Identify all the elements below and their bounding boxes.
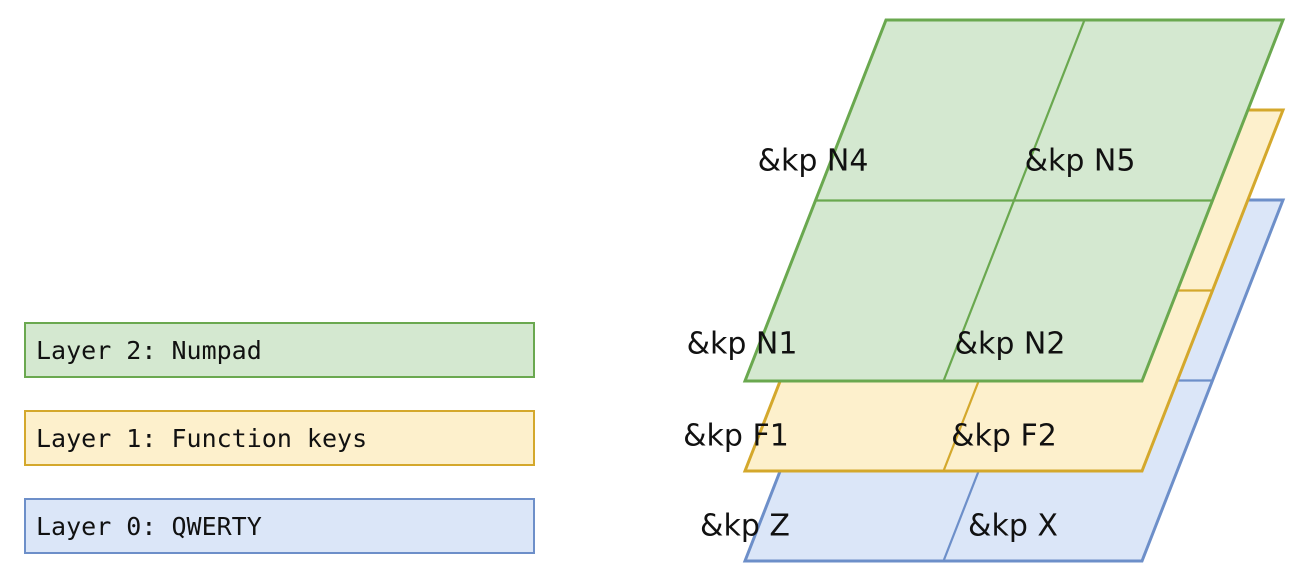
legend-label-layer0: Layer 0: QWERTY	[36, 511, 262, 541]
layer-2-key-top-right: &kp N5	[1025, 144, 1136, 179]
legend-label-layer1: Layer 1: Function keys	[36, 423, 368, 453]
layer-0-key-right: &kp X	[968, 509, 1058, 544]
layer-2-key-top-left: &kp N4	[758, 144, 869, 179]
layer-2-key-bottom-left: &kp N1	[687, 327, 798, 362]
layer-2-key-bottom-right: &kp N2	[955, 327, 1066, 362]
legend-item-layer0[interactable]: Layer 0: QWERTY	[24, 498, 535, 554]
legend-item-layer1[interactable]: Layer 1: Function keys	[24, 410, 535, 466]
layer-0-key-left: &kp Z	[700, 509, 790, 544]
layer-1-key-left: &kp F1	[683, 419, 789, 454]
legend-label-layer2: Layer 2: Numpad	[36, 335, 262, 365]
legend-item-layer2[interactable]: Layer 2: Numpad	[24, 322, 535, 378]
layer-1-key-right: &kp F2	[951, 419, 1057, 454]
layer-2-group[interactable]: &kp N4 &kp N5 &kp N1 &kp N2	[687, 18, 1286, 383]
